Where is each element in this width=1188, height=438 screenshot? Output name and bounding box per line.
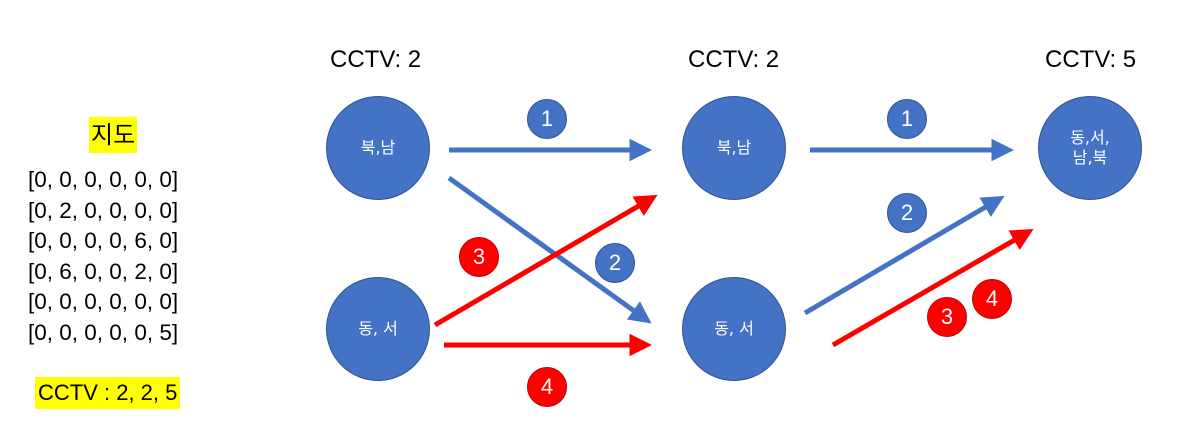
edge-s2bottom-s3-blue bbox=[803, 195, 1005, 316]
map-title: 지도 bbox=[89, 117, 138, 153]
node-stage2-north-south: 북,남 bbox=[682, 96, 786, 200]
edge-s1top-s2bottom bbox=[447, 175, 652, 324]
node-label: 동, 서 bbox=[358, 319, 398, 338]
map-grid: [0, 0, 0, 0, 0, 0] [0, 2, 0, 0, 0, 0] [0… bbox=[28, 165, 178, 348]
stage3-cctv-label: CCTV: 5 bbox=[1045, 46, 1137, 73]
grid-row: [0, 0, 0, 0, 0, 0] bbox=[28, 289, 179, 314]
edge-badge-red: 3 bbox=[459, 237, 499, 277]
node-stage3-all: 동,서, 남,북 bbox=[1038, 96, 1142, 200]
grid-row: [0, 6, 0, 0, 2, 0] bbox=[28, 258, 179, 284]
edge-badge-blue: 2 bbox=[887, 193, 927, 233]
grid-row: [0, 0, 0, 0, 0, 5] bbox=[28, 319, 179, 345]
node-label: 북,남 bbox=[360, 138, 396, 157]
node-stage2-east-west: 동, 서 bbox=[682, 277, 786, 381]
node-stage1-east-west: 동, 서 bbox=[326, 277, 430, 381]
edge-badge-blue: 1 bbox=[527, 99, 567, 139]
edge-badge-red: 4 bbox=[972, 279, 1012, 319]
edge-badge-blue: 1 bbox=[887, 99, 927, 139]
node-label: 동, 서 bbox=[714, 319, 754, 338]
node-stage1-north-south: 북,남 bbox=[326, 96, 430, 200]
node-label: 동,서, 남,북 bbox=[1070, 128, 1110, 167]
grid-row: [0, 0, 0, 0, 6, 0] bbox=[28, 228, 179, 253]
node-label: 북,남 bbox=[716, 138, 752, 157]
edge-s2bottom-s3-red bbox=[831, 228, 1034, 348]
edge-badge-red: 3 bbox=[927, 297, 967, 337]
edge-badge-blue: 2 bbox=[595, 243, 635, 283]
cctv-summary: CCTV : 2, 2, 5 bbox=[35, 377, 181, 409]
grid-row: [0, 2, 0, 0, 0, 0] bbox=[28, 197, 179, 223]
edge-s1bottom-s2top bbox=[433, 194, 658, 328]
grid-row: [0, 0, 0, 0, 0, 0] bbox=[28, 167, 179, 192]
edge-badge-red: 4 bbox=[527, 367, 567, 407]
stage2-cctv-label: CCTV: 2 bbox=[688, 46, 780, 73]
stage1-cctv-label: CCTV: 2 bbox=[330, 46, 422, 73]
